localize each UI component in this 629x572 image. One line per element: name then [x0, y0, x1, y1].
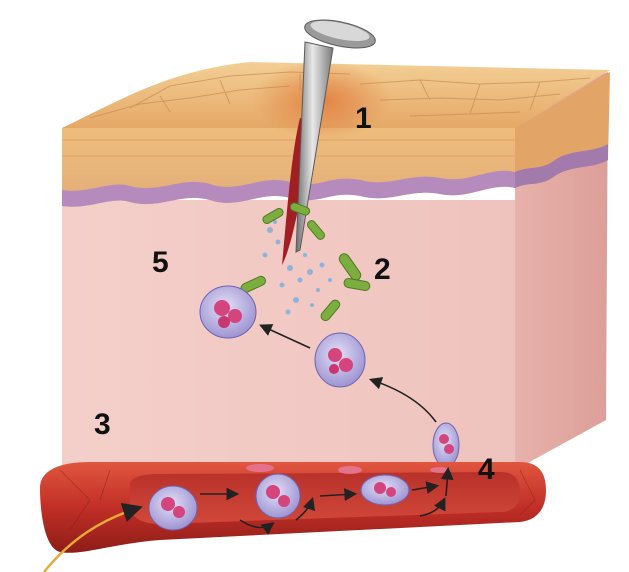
label-4: 4 — [478, 455, 495, 485]
label-1: 1 — [355, 104, 372, 134]
label-3: 3 — [94, 410, 111, 440]
label-5: 5 — [152, 248, 169, 278]
label-2: 2 — [374, 255, 391, 285]
